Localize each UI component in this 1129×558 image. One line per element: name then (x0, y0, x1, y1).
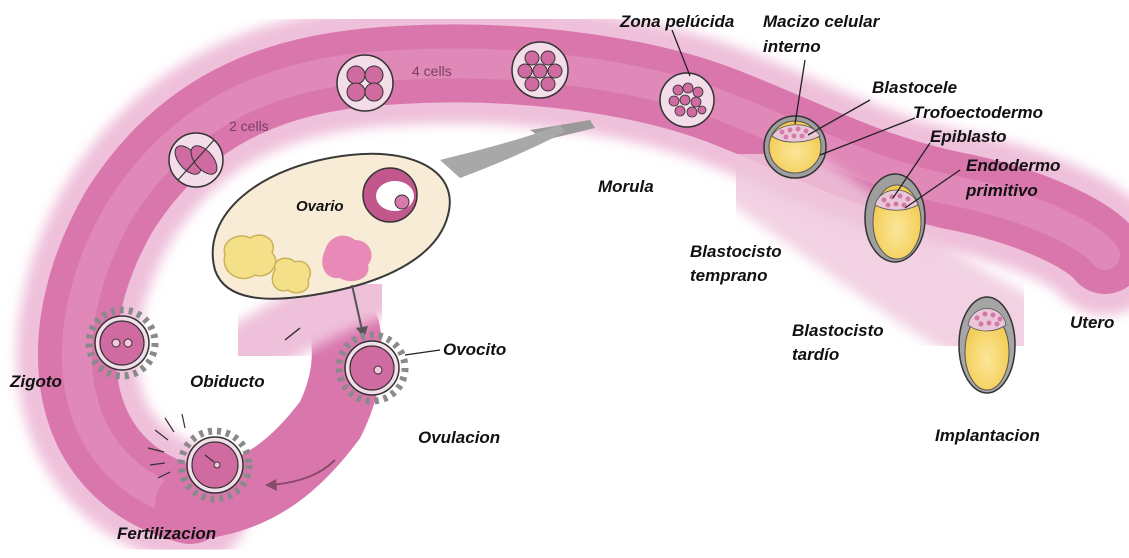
macizo-label-line2: interno (763, 37, 821, 57)
late-blastocyst (865, 174, 925, 262)
zigoto-label: Zigoto (10, 372, 62, 392)
ovocito-label: Ovocito (443, 340, 506, 360)
endodermo-label-line2: primitivo (966, 181, 1038, 201)
implanting-blastocyst (959, 297, 1015, 393)
epiblasto-label: Epiblasto (930, 127, 1007, 147)
blastocisto-temprano-label-line1: Blastocisto (690, 242, 782, 262)
two-cell-embryo (169, 133, 223, 187)
fertilizacion-label: Fertilizacion (117, 524, 216, 544)
four-cells-label: 4 cells (412, 63, 452, 79)
obiducto-label: Obiducto (190, 372, 265, 392)
implantacion-label: Implantacion (935, 426, 1040, 446)
ovulacion-label: Ovulacion (418, 428, 500, 448)
early-blastocyst (764, 116, 826, 178)
morula (660, 73, 714, 127)
blastocisto-tardio-label-line2: tardío (792, 345, 839, 365)
zona-pelucida-label: Zona pelúcida (620, 12, 734, 32)
endodermo-label-line1: Endodermo (966, 156, 1060, 176)
blastocisto-tardio-label-line1: Blastocisto (792, 321, 884, 341)
blastocele-label: Blastocele (872, 78, 957, 98)
morula-label: Morula (598, 177, 654, 197)
eight-cell-embryo (512, 42, 568, 98)
ovario-label: Ovario (296, 198, 344, 215)
utero-label: Utero (1070, 313, 1114, 333)
macizo-label-line1: Macizo celular (763, 12, 879, 32)
two-cells-label: 2 cells (229, 118, 269, 134)
trofoectodermo-label: Trofoectodermo (913, 103, 1043, 123)
four-cell-embryo (337, 55, 393, 111)
blastocisto-temprano-label-line2: temprano (690, 266, 767, 286)
